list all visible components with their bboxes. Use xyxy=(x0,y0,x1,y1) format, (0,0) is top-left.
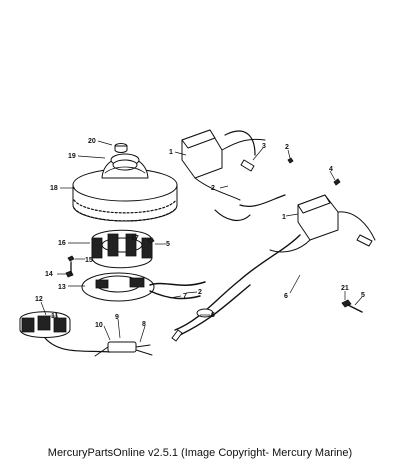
ignition-coil-left[interactable] xyxy=(181,129,266,201)
screw-2[interactable] xyxy=(287,157,294,164)
callout-8: 8 xyxy=(142,321,146,328)
flywheel-nut[interactable] xyxy=(114,143,128,153)
callout-2-mid: 2 xyxy=(211,185,215,192)
callout-2-upper: 2 xyxy=(285,144,289,151)
callout-2-lower: 2 xyxy=(198,289,202,296)
callout-16: 16 xyxy=(58,240,66,247)
callout-18: 18 xyxy=(50,185,58,192)
callout-6-right: 6 xyxy=(284,293,288,300)
callout-9: 9 xyxy=(115,314,119,321)
callout-4: 4 xyxy=(329,166,333,173)
callout-6-lower: 6 xyxy=(211,312,215,319)
wiring-harness[interactable] xyxy=(171,234,301,342)
callout-19: 19 xyxy=(68,153,76,160)
trigger-plate[interactable] xyxy=(81,272,206,302)
spark-plug-lead[interactable] xyxy=(214,130,286,222)
bolt-14-15[interactable] xyxy=(65,255,75,278)
callout-20: 20 xyxy=(88,138,96,145)
rectifier[interactable] xyxy=(94,341,153,357)
callout-21: 21 xyxy=(341,285,349,292)
flywheel[interactable] xyxy=(72,153,178,222)
callout-1-left: 1 xyxy=(169,149,173,156)
exploded-parts-diagram: 20 19 18 16 17 5 15 14 13 12 11 10 9 8 7… xyxy=(19,129,376,357)
callout-leaders xyxy=(40,140,363,343)
callout-10: 10 xyxy=(95,322,103,329)
callout-7: 7 xyxy=(183,293,187,300)
image-copyright-caption: MercuryPartsOnline v2.5.1 (Image Copyrig… xyxy=(47,447,353,459)
callout-14: 14 xyxy=(45,271,53,278)
callout-1-right: 1 xyxy=(282,214,286,221)
screw-4[interactable] xyxy=(333,178,341,186)
coil-lower-left[interactable] xyxy=(19,311,111,353)
callout-13: 13 xyxy=(58,284,66,291)
callout-12: 12 xyxy=(35,296,43,303)
ignition-coil-right[interactable] xyxy=(269,194,376,253)
bolt-5[interactable] xyxy=(341,299,363,313)
callout-11: 11 xyxy=(51,313,59,320)
callout-5-upper: 5 xyxy=(166,241,170,248)
callout-5-right: 5 xyxy=(361,292,365,299)
callout-15: 15 xyxy=(85,257,93,264)
callout-3: 3 xyxy=(262,143,266,150)
stator-assembly[interactable] xyxy=(91,229,153,269)
callout-17: 17 xyxy=(131,235,139,242)
screw-17[interactable] xyxy=(147,237,155,244)
callout-labels: 20 19 18 16 17 5 15 14 13 12 11 10 9 8 7… xyxy=(35,138,365,329)
